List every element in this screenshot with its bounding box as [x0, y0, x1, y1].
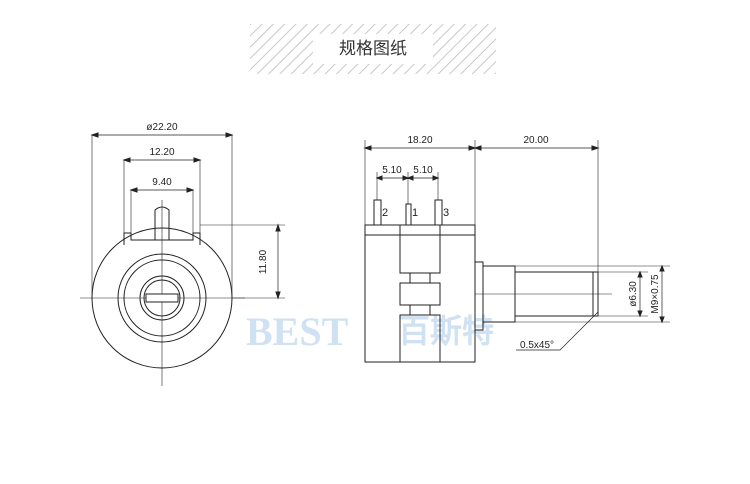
chamfer-leader — [516, 311, 599, 351]
dim-height: 11.80 — [258, 249, 269, 274]
dim-outer-diameter: ø22.20 — [146, 122, 178, 133]
dim-chamfer: 0.5x45° — [520, 340, 554, 351]
dim-pin-pitch-left: 5.10 — [382, 165, 402, 176]
front-top-tabs — [123, 232, 201, 245]
dim-pin-pitch-right: 5.10 — [413, 165, 433, 176]
side-view — [363, 140, 670, 363]
side-pin-3 — [434, 199, 443, 226]
pin-label-1: 1 — [412, 207, 418, 219]
watermark-chinese: 百斯特 — [398, 312, 494, 350]
banner-title: 规格图纸 — [339, 39, 407, 59]
front-view-dims-text: ø22.20 12.20 9.40 11.80 — [146, 122, 269, 274]
front-shaft — [143, 279, 181, 317]
side-view-text: 18.20 20.00 5.10 5.10 2 1 3 ø6.30 M9×0.7… — [382, 135, 661, 351]
banner-hatch-pattern — [250, 24, 496, 74]
dim-width-b: 9.40 — [152, 177, 172, 188]
side-pin-1 — [405, 203, 412, 226]
front-view — [80, 132, 285, 386]
title-banner: 规格图纸 — [250, 24, 496, 74]
watermark: BEST 百斯特 — [246, 309, 494, 354]
dim-width-a: 12.20 — [149, 147, 174, 158]
front-ring-outer — [117, 253, 207, 343]
dim-thread: M9×0.75 — [650, 274, 661, 314]
front-ring-inner — [123, 259, 201, 337]
dim-body-length: 18.20 — [407, 135, 432, 146]
side-pin-2 — [373, 199, 382, 226]
side-middle-section — [400, 224, 440, 363]
dim-shaft-diameter: ø6.30 — [628, 281, 639, 307]
side-bushing-flange — [474, 261, 484, 331]
front-pin — [154, 206, 170, 240]
watermark-latin: BEST — [246, 309, 349, 354]
front-bushing — [139, 275, 185, 321]
pin-label-2: 2 — [382, 207, 388, 219]
pin-label-3: 3 — [443, 207, 449, 219]
front-shaft-slot — [145, 293, 179, 303]
dim-shaft-length: 20.00 — [523, 135, 548, 146]
